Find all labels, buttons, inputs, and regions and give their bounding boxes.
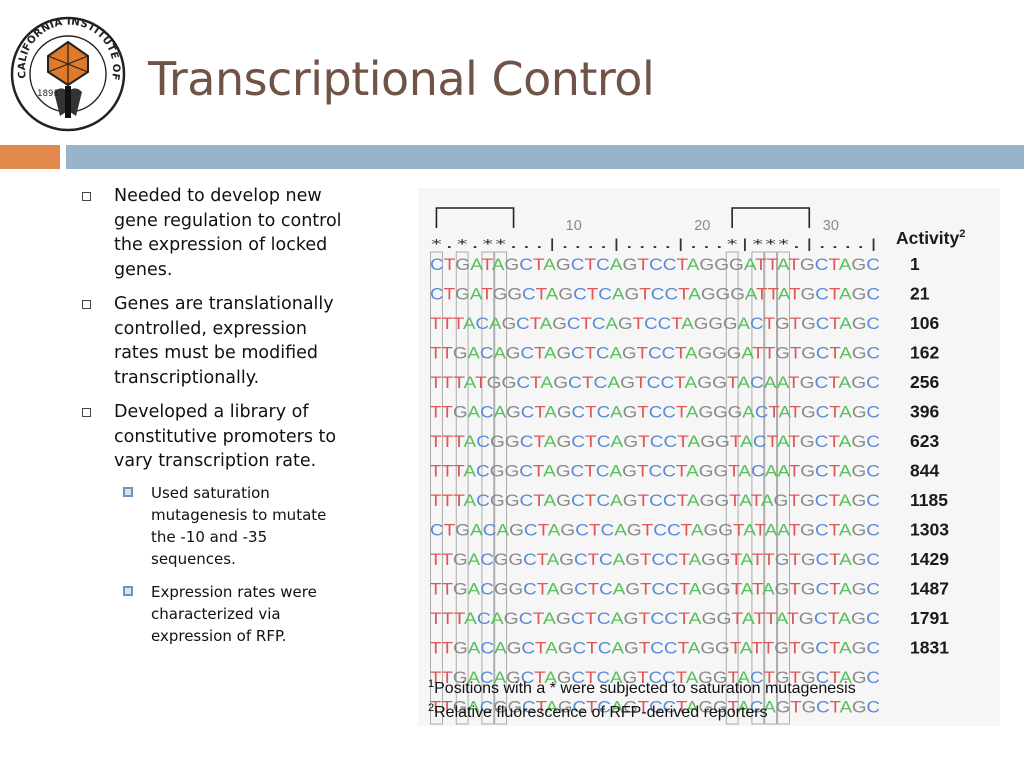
bullet-text: Genes are translationally controlled, ex… <box>114 294 334 388</box>
header-accent-blue <box>66 145 1024 169</box>
square-sub-bullet-icon <box>123 486 133 497</box>
activity-value: 1 <box>910 254 920 274</box>
figure-footnotes: 1Positions with a * were subjected to sa… <box>428 678 856 721</box>
position-tick-label: 10 <box>566 218 582 234</box>
square-bullet-icon <box>82 192 91 201</box>
mutation-column-box <box>494 251 508 725</box>
bullet-text: Needed to develop new gene regulation to… <box>114 186 342 280</box>
activity-value: 162 <box>910 343 939 363</box>
square-bullet-icon <box>82 300 91 309</box>
mutation-column-box <box>430 251 443 725</box>
position-ticks: 10 20 30 <box>566 218 839 234</box>
seal-year: 1891 <box>37 89 59 99</box>
sub-bullet-list: Used saturation mutagenesis to mutate th… <box>114 482 385 647</box>
position-tick-label: 20 <box>694 218 710 234</box>
activity-header: Activity2 <box>896 228 965 248</box>
bullet-item: Developed a library of constitutive prom… <box>80 400 385 647</box>
caltech-seal-logo: CALIFORNIA INSTITUTE OF TECHNOLOGY 1891 <box>8 12 126 132</box>
mutation-region-brackets <box>435 207 811 228</box>
mutation-region-bracket <box>731 207 811 228</box>
mutation-column-box <box>764 251 778 725</box>
mutation-column-box <box>455 251 469 725</box>
activity-value: 1185 <box>910 490 948 510</box>
square-sub-bullet-icon <box>123 585 133 596</box>
mutation-column-box <box>725 251 739 725</box>
figure-footnote: 1Positions with a * were subjected to sa… <box>428 678 856 697</box>
mutation-boxes <box>430 251 790 725</box>
mutation-column-box <box>751 251 765 725</box>
activity-value: 1831 <box>910 638 949 658</box>
activity-value: 256 <box>910 372 939 392</box>
activity-value: 1791 <box>910 608 949 628</box>
activity-value: 844 <box>910 461 939 481</box>
figure-footnote: 2Relative fluorescence of RFP-derived re… <box>428 702 768 721</box>
activity-value: 106 <box>910 313 939 333</box>
square-bullet-icon <box>82 408 91 417</box>
bullet-item: Genes are translationally controlled, ex… <box>80 292 385 390</box>
bullet-text: Developed a library of constitutive prom… <box>114 402 337 471</box>
mutation-column-box <box>777 251 790 725</box>
mutation-column-box <box>481 251 495 725</box>
position-tick-label: 30 <box>823 218 839 234</box>
bullet-item: Needed to develop new gene regulation to… <box>80 184 385 282</box>
activity-value: 623 <box>910 431 939 451</box>
activity-value: 1303 <box>910 520 949 540</box>
activity-value: 396 <box>910 402 939 422</box>
sequence-alignment: 10 20 30 *.*.**...|....|....|...*|***.|...… <box>428 207 965 725</box>
promoter-library-figure: 10 20 30 *.*.**...|....|....|...*|***.|...… <box>418 188 1000 726</box>
mutation-region-bracket <box>435 207 515 228</box>
sub-bullet-item: Expression rates were characterized via … <box>114 581 385 647</box>
position-ruler: *.*.**...|....|....|...*|***.|....| <box>430 237 880 251</box>
bullet-list: Needed to develop new gene regulation to… <box>80 184 385 658</box>
sub-bullet-item: Used saturation mutagenesis to mutate th… <box>114 482 385 570</box>
activity-value: 21 <box>910 284 930 304</box>
page-title: Transcriptional Control <box>148 52 655 106</box>
header-accent-orange <box>0 145 60 169</box>
activity-value: 1429 <box>910 549 949 569</box>
activity-value: 1487 <box>910 579 949 599</box>
